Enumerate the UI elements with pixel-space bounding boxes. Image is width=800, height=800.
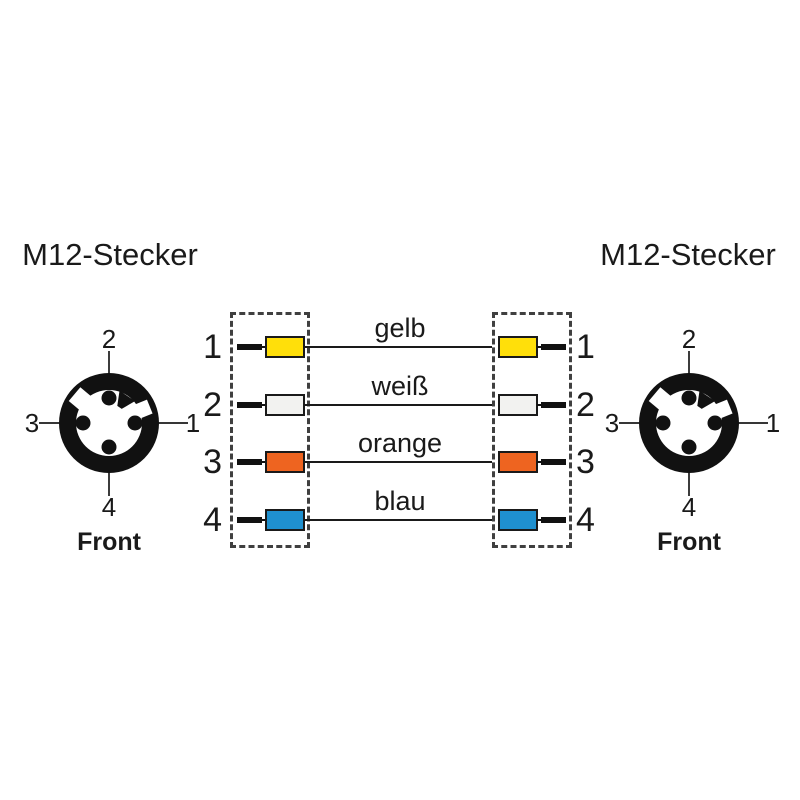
- keyway-notch-upper-right: [135, 399, 153, 419]
- terminal-box-right: [492, 312, 572, 548]
- pin-label-left: 3: [25, 408, 39, 438]
- pin-3-contact: [655, 415, 671, 431]
- pin-number-left: 2: [203, 386, 222, 424]
- front-caption: Front: [77, 528, 142, 556]
- stub-link-right: [537, 461, 542, 463]
- pin-label-bottom: 4: [682, 492, 696, 522]
- pin-stub-right: [541, 459, 566, 465]
- wire-color-label: blau: [374, 486, 426, 516]
- wire-color-box-right: [498, 394, 538, 416]
- pin-4-contact: [681, 439, 697, 455]
- keyway-tab: [117, 390, 135, 409]
- keyway-notch-upper-left: [648, 387, 672, 410]
- keyway-notch-upper-left: [68, 387, 92, 410]
- wire-color-label: gelb: [374, 313, 426, 343]
- wire-color-label: weiß: [371, 371, 429, 401]
- pin-number-left: 4: [203, 501, 222, 539]
- pin-4-contact: [101, 439, 117, 455]
- wire-color-box-right: [498, 336, 538, 358]
- pin-stub-left: [237, 344, 262, 350]
- wire-line: [305, 346, 492, 348]
- pin-number-right: 3: [576, 443, 595, 481]
- wire-line: [305, 519, 492, 521]
- wire-line: [305, 404, 492, 406]
- pin-label-top: 2: [102, 324, 116, 354]
- pin-stub-right: [541, 344, 566, 350]
- wire-color-box-left: [265, 336, 305, 358]
- stub-link-left: [261, 519, 266, 521]
- stub-link-right: [537, 404, 542, 406]
- wire-color-box-left: [265, 509, 305, 531]
- stub-link-right: [537, 346, 542, 348]
- pin-stub-right: [541, 517, 566, 523]
- pin-1-contact: [707, 415, 723, 431]
- pin-label-right: 1: [766, 408, 780, 438]
- pin-label-top: 2: [682, 324, 696, 354]
- terminal-box-left: [230, 312, 310, 548]
- pin-label-left: 3: [605, 408, 619, 438]
- keyway-tab: [697, 390, 715, 409]
- pin-stub-left: [237, 402, 262, 408]
- m12-connector-face-left: 2 3 1 4 Front: [25, 324, 200, 556]
- connector-title-left: M12-Stecker: [22, 237, 198, 272]
- stub-link-left: [261, 461, 266, 463]
- pin-2-contact: [681, 390, 697, 406]
- connector-title-right: M12-Stecker: [600, 237, 776, 272]
- pin-stub-right: [541, 402, 566, 408]
- front-caption: Front: [657, 528, 722, 556]
- pin-2-contact: [101, 390, 117, 406]
- pin-number-right: 1: [576, 328, 595, 366]
- pin-stub-left: [237, 517, 262, 523]
- pin-label-bottom: 4: [102, 492, 116, 522]
- wire-line: [305, 461, 492, 463]
- wire-color-box-left: [265, 394, 305, 416]
- stub-link-left: [261, 346, 266, 348]
- pin-1-contact: [127, 415, 143, 431]
- wire-color-box-right: [498, 451, 538, 473]
- wire-color-label: orange: [357, 428, 443, 458]
- pin-stub-left: [237, 459, 262, 465]
- wire-color-box-right: [498, 509, 538, 531]
- m12-connector-face-right: 2 3 1 4 Front: [605, 324, 780, 556]
- stub-link-left: [261, 404, 266, 406]
- pin-3-contact: [75, 415, 91, 431]
- pin-number-left: 1: [203, 328, 222, 366]
- pin-number-left: 3: [203, 443, 222, 481]
- wire-color-box-left: [265, 451, 305, 473]
- pin-number-right: 4: [576, 501, 595, 539]
- pin-number-right: 2: [576, 386, 595, 424]
- stub-link-right: [537, 519, 542, 521]
- keyway-notch-upper-right: [715, 399, 733, 419]
- pin-label-right: 1: [186, 408, 200, 438]
